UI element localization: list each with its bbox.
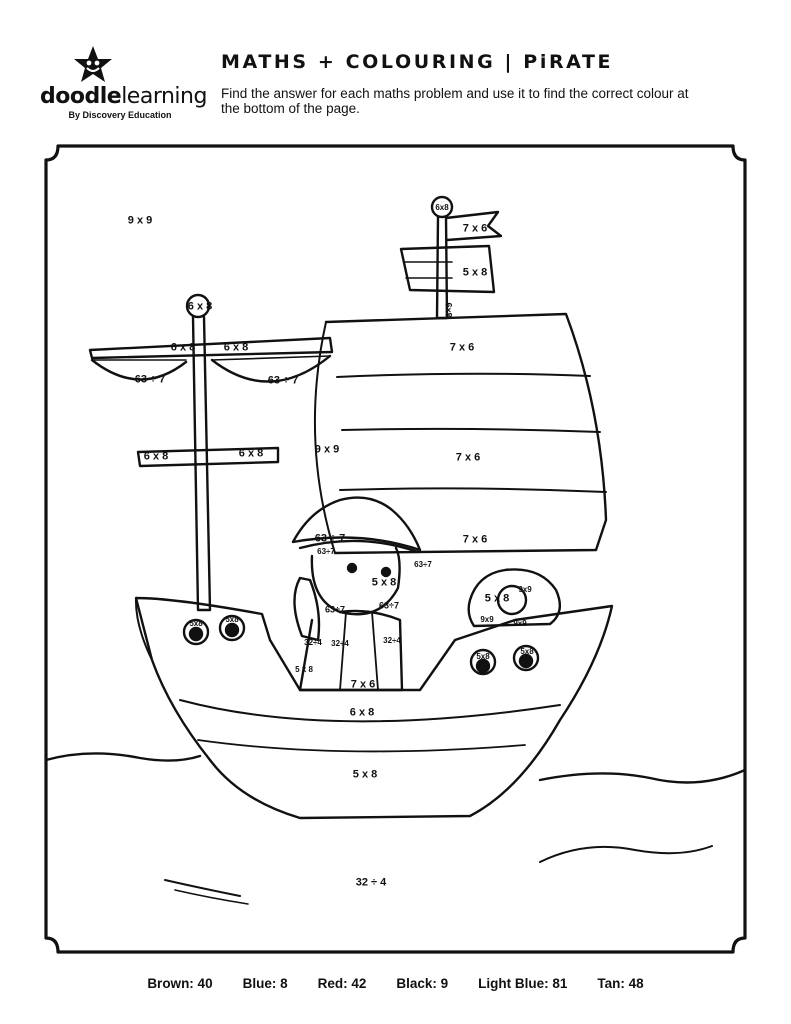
- key-tan: Tan: 48: [597, 976, 644, 991]
- problem-hat-right: 63÷7: [414, 560, 432, 569]
- problem-crows-nest: 5 x 8: [462, 266, 488, 279]
- problem-vest-left: 32÷4: [304, 638, 322, 647]
- problem-porthole-3: 5x8: [476, 652, 490, 661]
- problem-sky: 9 x 9: [127, 214, 153, 227]
- instructions: Find the answer for each maths problem a…: [221, 86, 689, 116]
- pirate-body: [298, 609, 404, 692]
- star-mascot-icon: [74, 46, 112, 82]
- main-sail: [324, 312, 608, 555]
- brand-tagline: By Discovery Education: [68, 110, 172, 120]
- problem-yard-left: 6 x 8: [170, 341, 196, 354]
- problem-main-sail-3: 7 x 6: [462, 533, 488, 546]
- problem-shirt: 7 x 6: [350, 678, 376, 691]
- sea-wave: [44, 752, 747, 784]
- problem-main-sail-1: 7 x 6: [449, 341, 475, 354]
- flag: [444, 210, 503, 242]
- top-yard: [88, 336, 334, 360]
- problem-porthole-1: 5x8: [189, 619, 203, 628]
- problem-wheel-center: 5 x 8: [484, 592, 510, 605]
- doodlelearning-logo: doodlelearning By Discovery Education: [40, 44, 207, 124]
- key-blue: Blue: 8: [242, 976, 288, 991]
- ship-hull: [134, 596, 614, 820]
- problem-flag-ball: 6x8: [435, 203, 449, 212]
- key-brown: Brown: 40: [147, 976, 213, 991]
- problem-deck: 6 x 8: [349, 706, 375, 719]
- problem-hat-band: 63÷7: [317, 547, 335, 556]
- problem-vest-right: 32÷4: [383, 636, 401, 645]
- frame-border: [44, 144, 747, 954]
- problem-porthole-2: 5x8: [225, 615, 239, 624]
- problem-main-sail-2: 7 x 6: [455, 451, 481, 464]
- key-black: Black: 9: [396, 976, 449, 991]
- problem-hull: 5 x 8: [352, 768, 378, 781]
- problem-porthole-4: 5x8: [520, 647, 534, 656]
- left-sail-left: [90, 358, 188, 381]
- problem-coat-right: 63÷7: [379, 600, 399, 611]
- brand-name: doodlelearning: [40, 84, 207, 109]
- crows-nest: [399, 244, 496, 294]
- key-red: Red: 42: [317, 976, 367, 991]
- problem-hand: 5 x 8: [295, 665, 313, 674]
- lower-yard: [136, 446, 280, 468]
- problem-lower-yard-right: 6 x 8: [238, 447, 264, 460]
- problem-vest-mid: 32÷4: [331, 639, 349, 648]
- problem-parrot: 63÷7: [325, 604, 345, 615]
- problem-wheel-a: 9x9: [518, 585, 532, 594]
- key-light-blue: Light Blue: 81: [478, 976, 568, 991]
- problem-sea: 32 ÷ 4: [355, 876, 387, 889]
- colour-key: Brown: 40 Blue: 8 Red: 42 Black: 9 Light…: [0, 976, 791, 991]
- problem-face: 5 x 8: [371, 576, 397, 589]
- problem-sail-right: 63 ÷ 7: [267, 374, 299, 387]
- problem-left-mast-ball: 6 x 8: [187, 300, 213, 313]
- problem-wheel-b: 9x9: [480, 615, 494, 624]
- problem-lower-yard-left: 6 x 8: [143, 450, 169, 463]
- problem-yard-right: 6 x 8: [223, 341, 249, 354]
- problem-top-mast: 6x8: [443, 302, 454, 318]
- problem-hat: 63 ÷ 7: [314, 532, 346, 545]
- hat: [291, 496, 422, 552]
- parrot: [293, 576, 321, 642]
- problem-wheel-c: 9x9: [513, 619, 527, 628]
- left-sail-right: [210, 354, 332, 383]
- steering-wheel: [467, 568, 562, 628]
- problem-sky-between: 9 x 9: [314, 443, 340, 456]
- page-title: MATHS + COLOURING | PiRATE: [221, 51, 614, 73]
- problem-sail-left: 63 ÷ 7: [134, 373, 166, 386]
- top-mast-ball: [430, 195, 454, 219]
- left-mast-ball: [185, 293, 211, 319]
- problem-flag: 7 x 6: [462, 222, 488, 235]
